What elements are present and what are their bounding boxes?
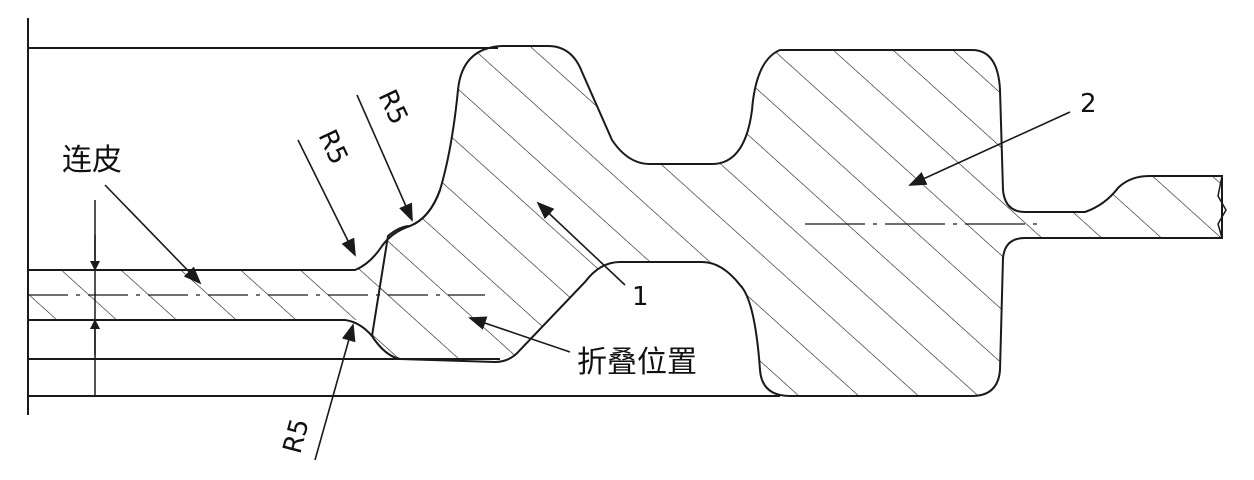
r5-bottom-leader <box>314 323 356 461</box>
fold-position-label: 折叠位置 <box>577 345 697 380</box>
part-2-label: 2 <box>1080 89 1097 119</box>
web-leader <box>104 184 202 285</box>
r5-top-right-label: R5 <box>372 85 414 129</box>
section-part-1 <box>370 45 1223 397</box>
part-1-label: 1 <box>632 282 649 312</box>
web-strip <box>28 236 388 320</box>
r5-top-left-leader <box>297 139 356 257</box>
leader-lines <box>104 94 1071 461</box>
part-2-leader <box>908 111 1071 186</box>
r5-top-right-leader <box>356 94 413 222</box>
break-edge <box>1217 175 1227 239</box>
center-lines <box>28 223 1045 296</box>
web-label: 连皮 <box>62 143 122 178</box>
part-1-leader <box>536 201 626 286</box>
r5-bottom-label: R5 <box>278 416 316 457</box>
r5-top-left-label: R5 <box>312 125 354 169</box>
fold-leader <box>468 316 571 353</box>
